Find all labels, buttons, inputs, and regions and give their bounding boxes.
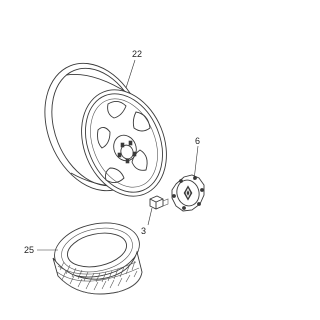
callout-label-tire: 25 xyxy=(24,245,34,255)
callout-22: 22 xyxy=(125,49,142,89)
wheel-assembly-diagram: 22 6 3 25 xyxy=(24,49,205,295)
callout-label-lug-nut: 3 xyxy=(141,226,146,236)
tire xyxy=(52,222,143,295)
callout-3: 3 xyxy=(141,207,153,236)
callout-25: 25 xyxy=(24,245,58,255)
callout-label-wheel-rim: 22 xyxy=(132,49,142,59)
wheel-rim xyxy=(44,62,167,197)
center-cap xyxy=(171,174,205,212)
callout-label-center-cap: 6 xyxy=(195,136,200,146)
lug-nut xyxy=(149,195,169,210)
callout-6: 6 xyxy=(193,136,200,181)
